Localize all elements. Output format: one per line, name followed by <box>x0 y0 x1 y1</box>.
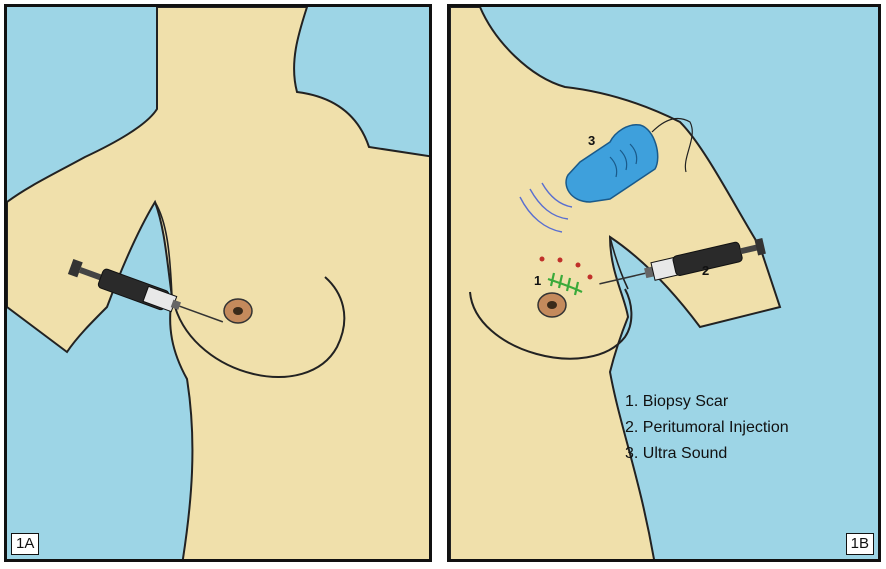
panel-1b: 3 1 2 1. Biopsy Scar 2. Peritumoral Inje… <box>447 4 881 562</box>
legend-item-peritumoral-injection: 2. Peritumoral Injection <box>625 419 789 436</box>
arm-line <box>609 236 629 290</box>
legend: 1. Biopsy Scar 2. Peritumoral Injection … <box>625 389 789 467</box>
injection-dots <box>539 256 593 280</box>
legend-item-ultra-sound: 3. Ultra Sound <box>625 445 728 462</box>
ultrasound-probe-icon <box>565 118 693 203</box>
nipple-center <box>547 301 557 309</box>
breast-outline <box>174 276 346 378</box>
marker-injection: 2 <box>702 263 710 278</box>
legend-item-biopsy-scar: 1. Biopsy Scar <box>625 393 729 410</box>
marker-ultrasound: 3 <box>588 133 596 148</box>
panel-1b-illustration <box>450 7 782 559</box>
panel-1a: 1A <box>4 4 432 562</box>
panel-label-1b: 1B <box>845 533 874 555</box>
nipple-center <box>233 307 243 315</box>
syringe-icon <box>599 238 766 285</box>
ultrasound-waves <box>519 182 573 233</box>
panel-label-1a: 1A <box>11 533 40 555</box>
biopsy-scar <box>547 272 583 296</box>
breast-outline <box>469 288 633 360</box>
marker-scar: 1 <box>534 273 542 288</box>
panel-1a-illustration <box>7 7 429 559</box>
syringe-icon <box>67 258 224 323</box>
torso-shape <box>450 7 782 559</box>
torso-shape <box>7 7 429 559</box>
armpit-line <box>154 201 173 298</box>
